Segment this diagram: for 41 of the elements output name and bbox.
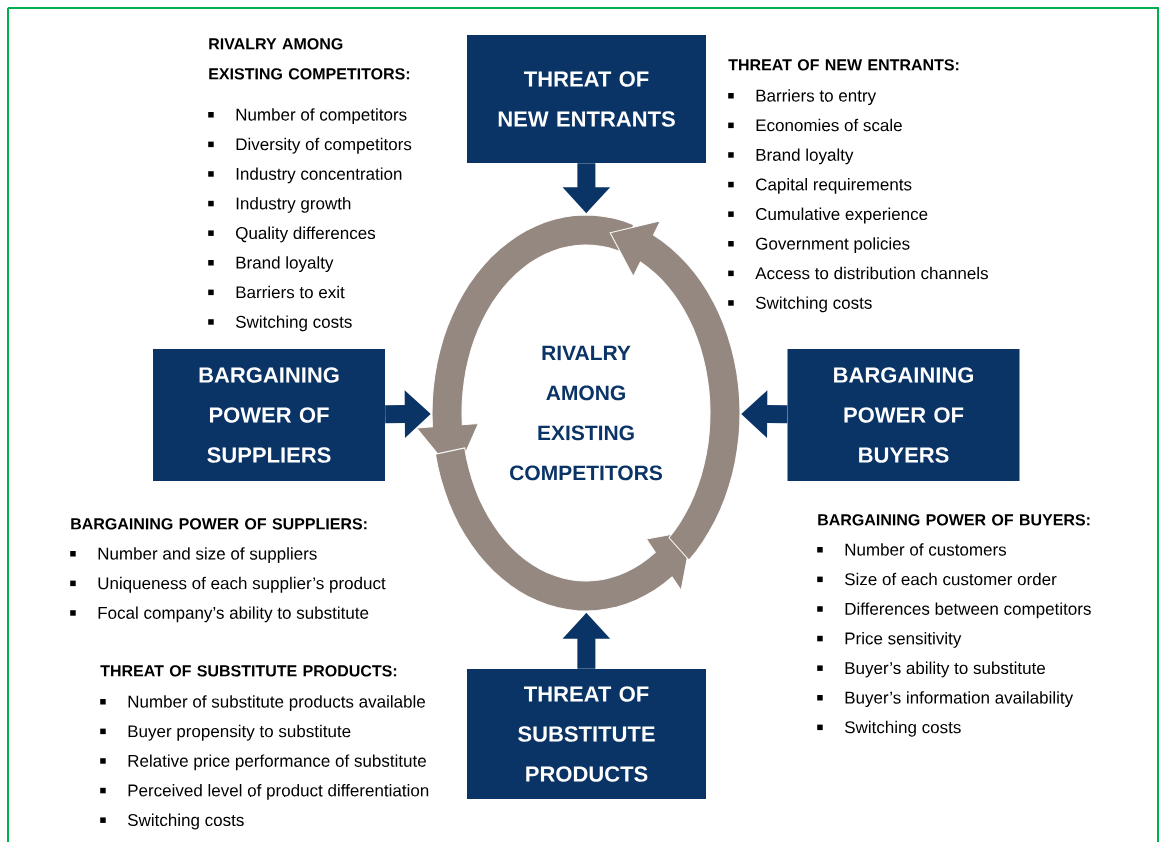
section-heading: BARGAINING POWER OF BUYERS: [818, 514, 1090, 526]
bullet-item: Capital requirements [728, 178, 912, 194]
bullet-item: Brand loyalty [208, 256, 334, 273]
bullet-item: Switching costs [728, 296, 872, 313]
bullet-item: Economies of scale [728, 118, 902, 132]
bullet-item: Perceived level of product differentiation [100, 784, 429, 800]
force-box: BARGAINING POWER OF SUPPLIERS [153, 349, 385, 481]
bullet-item: Relative price performance of substitute [100, 754, 426, 771]
bullet-item: Diversity of competitors [208, 137, 412, 154]
center-label: RIVALRY AMONG EXISTING COMPETITORS [510, 345, 662, 481]
force-box: BARGAINING POWER OF BUYERS [787, 349, 1020, 481]
bullet-item: Price sensitivity [817, 632, 962, 648]
bullet-item: Buyer’s information availability [817, 691, 1074, 708]
bullet-item: Buyer propensity to substitute [100, 724, 351, 741]
bullet-item: Barriers to entry [728, 89, 877, 106]
bullet-item: Government policies [728, 237, 910, 254]
bullet-item: Number of competitors [208, 108, 407, 125]
force-box: THREAT OF SUBSTITUTE PRODUCTS [467, 669, 706, 799]
section-heading: RIVALRY AMONG EXISTING COMPETITORS: [209, 38, 410, 80]
bullet-item: Uniqueness of each supplier’s product [70, 576, 386, 593]
bullet-item: Switching costs [208, 315, 352, 332]
bullet-item: Switching costs [100, 813, 244, 830]
bullet-item: Barriers to exit [208, 285, 345, 299]
force-box: THREAT OF NEW ENTRANTS [467, 35, 706, 163]
bullet-item: Cumulative experience [728, 207, 928, 224]
bullet-item: Quality differences [208, 226, 376, 243]
bullet-item: Brand loyalty [728, 148, 854, 165]
bullet-item: Differences between competitors [817, 602, 1091, 619]
bullet-item: Number of substitute products available [100, 695, 425, 712]
bullet-item: Industry concentration [208, 167, 402, 184]
bullet-item: Industry growth [208, 197, 351, 213]
section-heading: THREAT OF NEW ENTRANTS: [728, 59, 959, 71]
bullet-item: Focal company’s ability to substitute [70, 606, 369, 623]
section-heading: THREAT OF SUBSTITUTE PRODUCTS: [100, 665, 397, 677]
bullet-item: Access to distribution channels [728, 266, 988, 280]
bullet-item: Number of customers [817, 543, 1007, 556]
bullet-item: Size of each customer order [817, 572, 1057, 586]
bullet-item: Switching costs [817, 720, 961, 737]
bullet-item: Buyer’s ability to substitute [817, 661, 1045, 678]
bullet-item: Number and size of suppliers [70, 547, 317, 564]
section-heading: BARGAINING POWER OF SUPPLIERS: [71, 518, 367, 530]
